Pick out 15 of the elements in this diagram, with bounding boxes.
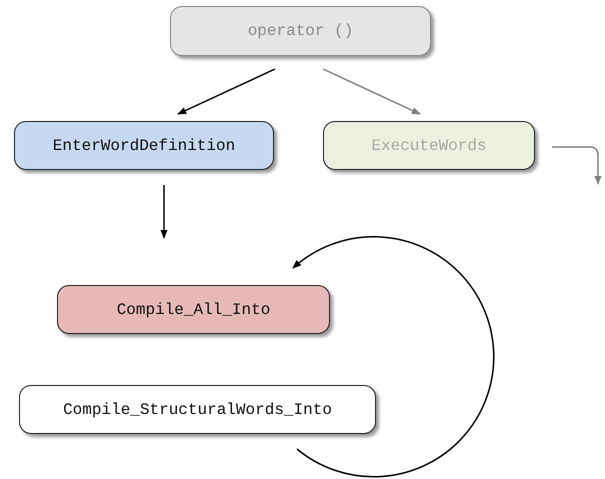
process-box — [323, 121, 535, 170]
arrow — [322, 68, 421, 115]
process-box — [170, 6, 431, 56]
arrow — [292, 236, 494, 478]
box-label: EnterWordDefinition — [52, 136, 236, 154]
box-label: Compile_StructuralWords_Into — [63, 400, 332, 418]
process-box — [19, 385, 376, 434]
arrow — [177, 68, 276, 115]
box-label: Compile_All_Into — [116, 300, 270, 318]
process-box — [14, 121, 274, 170]
box-label: operator () — [248, 22, 354, 40]
process-box — [57, 285, 330, 334]
arrow — [160, 185, 168, 239]
arrow — [552, 146, 602, 185]
box-label: ExecuteWords — [371, 136, 487, 154]
